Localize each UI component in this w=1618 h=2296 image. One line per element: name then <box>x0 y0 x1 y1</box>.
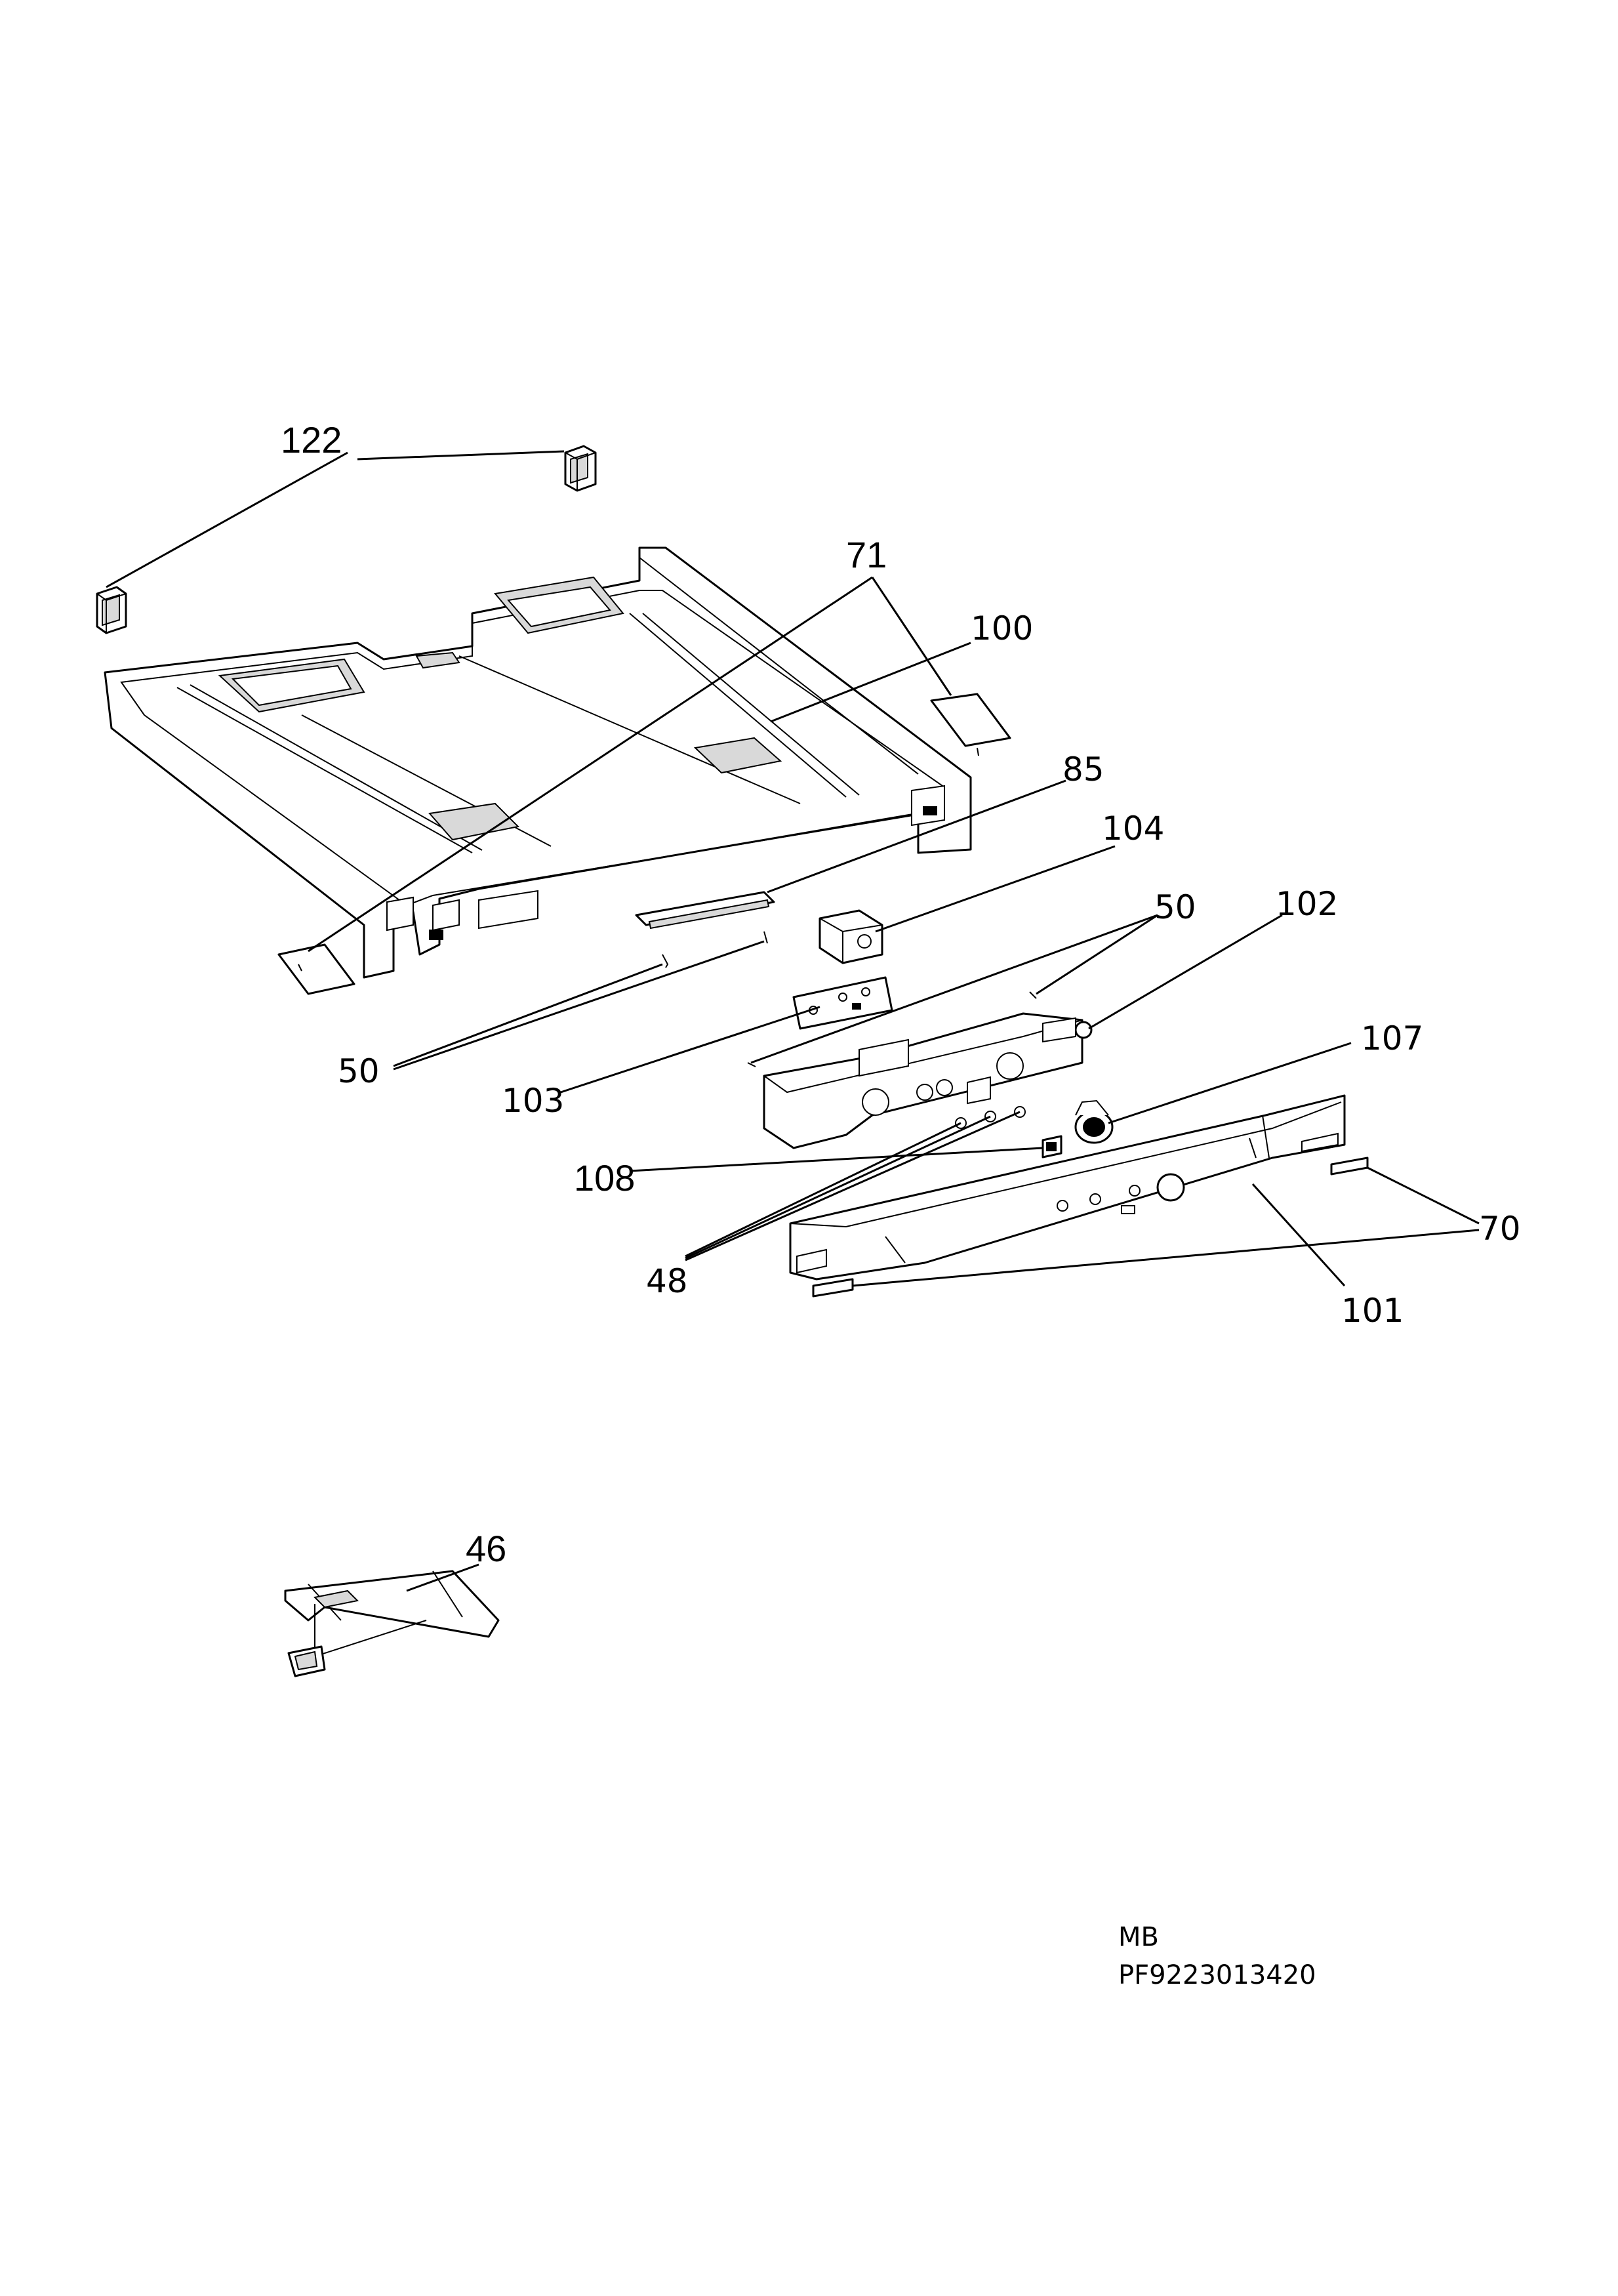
part-71-panel-right <box>930 693 1011 756</box>
leader-70b <box>852 1229 1480 1287</box>
callout-85: 85 <box>1062 750 1104 789</box>
leader-48c <box>685 1111 1021 1261</box>
leader-108 <box>629 1147 1043 1172</box>
part-71-panel-left <box>277 943 355 995</box>
callout-50-left: 50 <box>338 1052 380 1090</box>
part-104-sensor-box <box>819 909 883 964</box>
part-122-clip-right <box>564 445 597 492</box>
callout-46: 46 <box>466 1528 506 1569</box>
part-101-front-panel <box>789 1094 1346 1281</box>
callout-108: 108 <box>574 1157 635 1199</box>
leader-101 <box>1251 1183 1346 1287</box>
callout-labels: 122 71 100 85 104 50 102 50 103 107 108 … <box>281 419 1521 1569</box>
leader-50b2 <box>393 940 765 1071</box>
callout-122: 122 <box>281 419 342 461</box>
leader-46 <box>406 1563 479 1592</box>
leader-122b <box>357 450 565 461</box>
leader-71b <box>871 577 952 696</box>
callout-100: 100 <box>971 609 1033 647</box>
main-drawer-tray <box>104 546 972 979</box>
leader-50a1 <box>1036 914 1158 995</box>
model-code: MB <box>1118 1922 1159 1952</box>
leader-122 <box>106 451 348 588</box>
part-122-clip-left <box>96 586 127 634</box>
callout-50-right: 50 <box>1154 888 1196 926</box>
callout-104: 104 <box>1102 810 1164 848</box>
callout-71: 71 <box>846 534 887 575</box>
callout-102: 102 <box>1276 885 1338 923</box>
leader-50b1 <box>393 963 663 1067</box>
callout-48: 48 <box>646 1262 688 1300</box>
part-108-connector <box>1042 1135 1062 1158</box>
leader-71a <box>308 576 873 953</box>
callout-107: 107 <box>1361 1019 1423 1057</box>
leader-107 <box>1108 1042 1352 1124</box>
leader-102 <box>1088 914 1283 1030</box>
part-107-knob <box>1074 1099 1114 1144</box>
part-number: PF9223013420 <box>1118 1960 1316 1990</box>
callout-70: 70 <box>1479 1210 1521 1248</box>
leader-48a <box>685 1122 961 1258</box>
part-50-screws <box>662 931 1037 1067</box>
leader-104 <box>875 845 1116 933</box>
leader-48b <box>685 1115 991 1260</box>
part-103-control-board <box>792 976 893 1030</box>
leader-lines <box>106 450 1480 1592</box>
leader-50a2 <box>750 914 1158 1064</box>
leader-85 <box>767 779 1066 893</box>
leader-100 <box>770 642 971 723</box>
leader-70a <box>1367 1166 1480 1225</box>
part-46-bracket <box>284 1570 500 1677</box>
part-85-hinge-strip <box>635 891 775 930</box>
callout-101: 101 <box>1341 1292 1404 1330</box>
leader-103 <box>560 1006 820 1094</box>
part-102-control-housing <box>763 1012 1093 1149</box>
callout-103: 103 <box>502 1082 564 1120</box>
